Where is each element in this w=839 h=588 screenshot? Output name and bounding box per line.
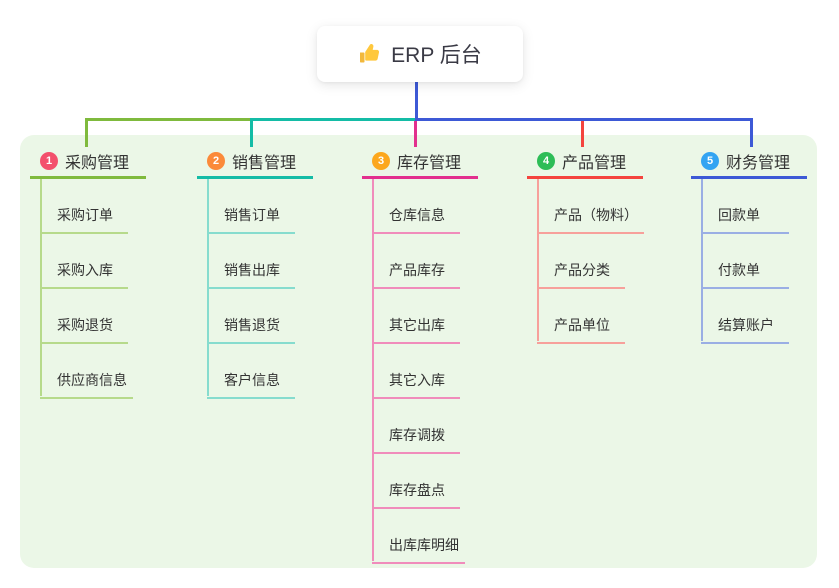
child-node[interactable]: 付款单	[701, 234, 789, 289]
connector-purchase-horizontal	[85, 118, 253, 121]
child-node[interactable]: 采购订单	[40, 179, 128, 234]
child-node[interactable]: 销售出库	[207, 234, 295, 289]
connector-finance-horizontal	[415, 118, 753, 121]
branch-product-badge: 4	[537, 151, 555, 170]
child-node[interactable]: 其它入库	[372, 344, 460, 399]
child-node[interactable]: 库存盘点	[372, 454, 460, 509]
branch-inventory: 3 库存管理 仓库信息 产品库存 其它出库 其它入库 库存调拨 库存盘点 出库库…	[362, 145, 478, 564]
child-node[interactable]: 采购退货	[40, 289, 128, 344]
branch-sales-child-line	[207, 179, 209, 396]
branch-inventory-badge: 3	[372, 151, 390, 170]
mindmap-panel	[20, 135, 817, 568]
branch-product: 4 产品管理 产品（物料） 产品分类 产品单位	[527, 145, 644, 344]
child-node[interactable]: 客户信息	[207, 344, 295, 399]
branch-purchase: 1 采购管理 采购订单 采购入库 采购退货 供应商信息	[30, 145, 146, 399]
branch-purchase-label: 采购管理	[65, 154, 130, 172]
branch-finance-children: 回款单 付款单 结算账户	[691, 179, 807, 344]
child-node[interactable]: 库存调拨	[372, 399, 460, 454]
branch-sales-label: 销售管理	[232, 154, 297, 172]
connector-sales-horizontal	[250, 118, 418, 121]
child-node[interactable]: 销售订单	[207, 179, 295, 234]
branch-product-title[interactable]: 4 产品管理	[527, 145, 643, 179]
branch-purchase-child-line	[40, 179, 42, 396]
child-node[interactable]: 仓库信息	[372, 179, 460, 234]
root-node-label: ERP 后台	[391, 44, 482, 67]
thumbs-up-icon	[360, 44, 380, 63]
child-node[interactable]: 供应商信息	[40, 344, 133, 399]
branch-sales-title[interactable]: 2 销售管理	[197, 145, 313, 179]
connector-finance-drop	[750, 118, 753, 147]
child-node[interactable]: 产品（物料）	[537, 179, 644, 234]
branch-finance-badge: 5	[701, 151, 719, 170]
child-node[interactable]: 销售退货	[207, 289, 295, 344]
branch-purchase-badge: 1	[40, 151, 58, 170]
branch-sales: 2 销售管理 销售订单 销售出库 销售退货 客户信息	[197, 145, 313, 399]
connector-product-drop	[581, 120, 584, 147]
branch-finance: 5 财务管理 回款单 付款单 结算账户	[691, 145, 807, 344]
connector-root-vertical	[415, 82, 418, 121]
branch-product-label: 产品管理	[562, 154, 627, 172]
branch-finance-title[interactable]: 5 财务管理	[691, 145, 807, 179]
child-node[interactable]: 结算账户	[701, 289, 789, 344]
branch-purchase-children: 采购订单 采购入库 采购退货 供应商信息	[30, 179, 146, 399]
branch-inventory-child-line	[372, 179, 374, 561]
connector-inventory-drop	[414, 120, 417, 147]
connector-purchase-drop	[85, 118, 88, 147]
connector-sales-drop	[250, 118, 253, 147]
branch-product-child-line	[537, 179, 539, 341]
child-node[interactable]: 产品库存	[372, 234, 460, 289]
child-node[interactable]: 其它出库	[372, 289, 460, 344]
branch-sales-badge: 2	[207, 151, 225, 170]
child-node[interactable]: 回款单	[701, 179, 789, 234]
child-node[interactable]: 产品单位	[537, 289, 625, 344]
branch-purchase-title[interactable]: 1 采购管理	[30, 145, 146, 179]
child-node[interactable]: 采购入库	[40, 234, 128, 289]
branch-inventory-label: 库存管理	[397, 154, 462, 172]
child-node[interactable]: 出库库明细	[372, 509, 465, 564]
root-node[interactable]: ERP 后台	[317, 26, 523, 82]
branch-product-children: 产品（物料） 产品分类 产品单位	[527, 179, 644, 344]
branch-finance-child-line	[701, 179, 703, 341]
branch-finance-label: 财务管理	[726, 154, 791, 172]
branch-sales-children: 销售订单 销售出库 销售退货 客户信息	[197, 179, 313, 399]
branch-inventory-title[interactable]: 3 库存管理	[362, 145, 478, 179]
child-node[interactable]: 产品分类	[537, 234, 625, 289]
branch-inventory-children: 仓库信息 产品库存 其它出库 其它入库 库存调拨 库存盘点 出库库明细	[362, 179, 478, 564]
